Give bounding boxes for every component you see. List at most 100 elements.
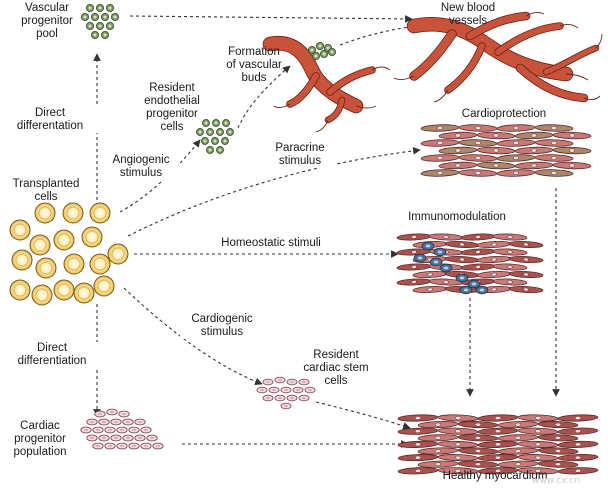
capillary-4 [393,75,415,81]
healthy-myocyte-28 [397,454,439,462]
arrow-transplanted-to-cardioprotection [127,147,421,237]
capillary-9 [525,11,545,17]
cardioprotection-myocyte-9 [420,139,460,147]
vessel-buds-trunk [263,36,363,113]
healthy-myocyte-35 [497,460,539,468]
arrow-stem-to-myocardium [315,401,411,430]
cardioprotection-myocyte-26 [458,169,498,177]
capillary-11 [565,73,589,81]
cardioprotection-myocyte-28 [534,169,574,177]
capillary-2 [371,66,391,71]
healthy-myocyte-26 [497,447,539,455]
vessel-new-branch-far [543,45,599,75]
capillary-6 [583,95,601,101]
transplanted-cell-16 [73,282,95,304]
arrow-pool-to-vessels [129,15,413,23]
cardioprotection-myocyte-4 [534,124,574,132]
healthy-myocyte-32 [557,454,599,462]
transplanted-cell-12 [89,253,111,275]
healthy-myocyte-31 [517,454,559,462]
healthy-myocyte-34 [457,460,499,468]
healthy-myocyte-17 [497,434,539,442]
healthy-myocyte-24 [417,447,459,455]
transplanted-cell-7 [81,226,103,248]
immuno-myocyte-14 [444,255,480,264]
arrow-buds-to-vessels [339,22,419,46]
vessel-new-branch-down [410,30,456,80]
vessel-buds-branch-right [327,67,375,95]
cardioprotection-myocyte-10 [458,139,498,147]
immuno-myocyte-2 [428,233,464,241]
healthy-myocyte-9 [537,421,579,429]
vascular-progenitor-pool-label: Vascular progenitor pool [21,2,73,40]
cells-layer [9,3,599,475]
healthy-myocyte-7 [457,421,499,429]
transplanted-cell-9 [11,249,33,271]
healthy-myocyte-8 [497,421,539,429]
healthy-myocyte-5 [557,414,599,422]
healthy-myocyte-10 [397,427,439,435]
healthy-myocyte-23 [557,440,599,448]
immuno-myocyte-28 [492,278,528,286]
immuno-myocyte-29 [412,285,448,294]
resident-cardiac-stem-cells-label: Resident cardiac stem cells [303,349,369,387]
transplanted-cell-2 [62,202,84,224]
capillary-8 [559,23,579,29]
resident-endothelial-label: Resident endothelial progenitor cells [144,82,200,133]
cardioprotection-myocyte-27 [496,169,536,177]
vessel-buds-branch-low [325,97,345,123]
transplanted-cell-6 [53,229,75,251]
immuno-myocyte-1 [396,233,432,241]
cardioprotection-myocyte-21 [438,161,478,170]
immuno-myocyte-20 [492,263,528,271]
cardioprotection-myocyte-1 [420,124,460,132]
transplanted-cell-5 [29,234,51,256]
transplanted-cell-13 [9,279,31,301]
angiogenic-stimulus-label: Angiogenic stimulus [104,154,178,180]
healthy-myocyte-30 [477,454,519,462]
cardioprotection-myocyte-17 [420,154,460,162]
cardioprotection-myocyte-11 [496,139,536,147]
immuno-myocyte-7 [476,240,512,249]
direct-differentation-top-label: Direct differentation [2,107,98,133]
healthy-myocyte-27 [537,447,579,455]
immuno-myocyte-11 [460,248,496,256]
cardioprotection-myocyte-8 [552,131,592,140]
vessel-new-branch-up2 [495,23,563,55]
healthy-myocyte-6 [417,421,459,429]
transplanted-cell-8 [107,243,129,265]
healthy-myocyte-21 [477,440,519,448]
arrow-transplanted-to-endothelial [119,139,201,213]
healthy-myocyte-33 [417,460,459,468]
healthy-myocyte-20 [437,440,479,448]
cardioprotection-myocyte-22 [476,161,516,170]
immuno-myocyte-4 [492,233,528,241]
cardioprotection-myocyte-13 [438,146,478,155]
cardioprotection-myocyte-15 [514,146,554,155]
cardioprotection-label: Cardioprotection [461,108,547,120]
healthy-myocyte-18 [537,434,579,442]
cardioprotection-myocyte-5 [438,131,478,140]
immuno-myocyte-19 [460,263,496,271]
transplanted-cell-10 [35,257,57,279]
immuno-myocyte-15 [476,255,512,264]
cardioprotection-myocyte-7 [514,131,554,140]
vessel-new-branch-down2 [445,43,485,93]
immuno-myocyte-23 [476,270,512,279]
healthy-myocyte-12 [477,427,519,435]
vessel-new-branch-right [516,64,588,102]
arrows-layer [93,15,560,448]
cardioprotection-myocyte-18 [458,154,498,162]
transplanted-cell-14 [31,284,53,306]
cardioprotection-myocyte-16 [552,146,592,155]
arrow-endothelial-to-buds [237,65,291,129]
healthy-myocyte-4 [517,414,559,422]
immunomodulation-label: Immunomodulation [408,211,506,223]
healthy-myocardium-label: Healthy myocardium [442,470,548,482]
immuno-myocyte-24 [508,270,544,279]
cardioprotection-myocyte-24 [552,161,592,170]
healthy-myocyte-36 [537,460,579,468]
healthy-myocyte-19 [397,440,439,448]
cardioprotection-myocyte-25 [420,169,460,177]
